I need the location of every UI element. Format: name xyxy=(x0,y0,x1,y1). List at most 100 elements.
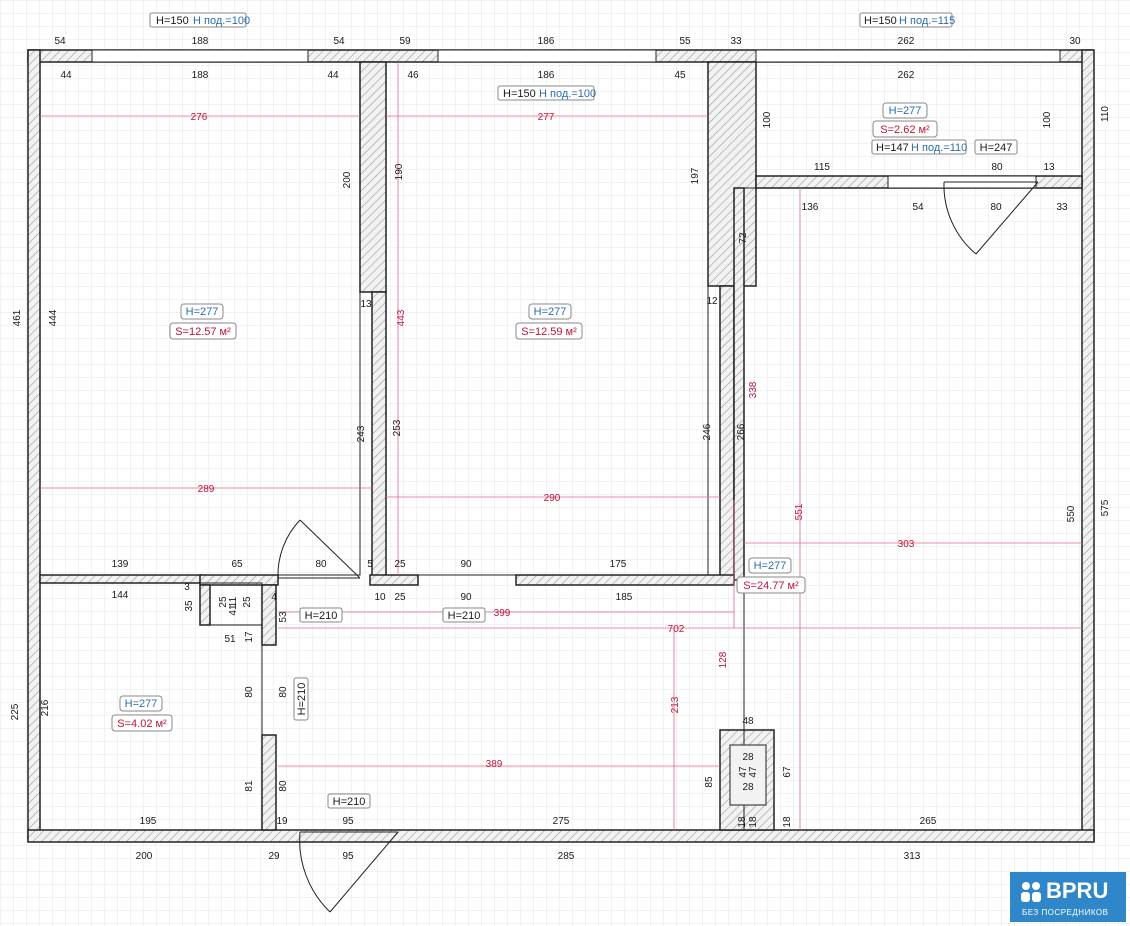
room-area: S=12.59 м² xyxy=(521,326,577,338)
dimension-label: 80 xyxy=(278,686,289,698)
window-height: H=150 xyxy=(503,88,536,100)
dimension-label: 289 xyxy=(198,484,215,495)
window-sill: Н под.=110 xyxy=(911,142,967,154)
dimension-label: 28 xyxy=(742,782,754,793)
dimension-label: 275 xyxy=(553,816,570,827)
dimension-label: 338 xyxy=(748,381,759,398)
dimension-label: 243 xyxy=(356,425,367,442)
dimension-label: 110 xyxy=(1100,106,1111,122)
dimension-label: 54 xyxy=(54,36,66,47)
red-measure-lines xyxy=(40,62,1082,830)
dimension-label: 10 xyxy=(374,592,386,603)
dimension-label: 188 xyxy=(192,36,209,47)
dimension-label: 29 xyxy=(268,851,280,862)
dimension-label: 12 xyxy=(706,296,718,307)
window-height: H=147 xyxy=(876,142,909,154)
window-label: H=150 Н под.=100 xyxy=(149,12,250,28)
dimension-label: 90 xyxy=(460,592,472,603)
dimension-label: 44 xyxy=(327,70,339,81)
door-height: H=210 xyxy=(448,610,481,622)
dimension-label: 46 xyxy=(407,70,419,81)
dimension-label: 44 xyxy=(60,70,72,81)
dimension-label: 59 xyxy=(399,36,411,47)
room-label-bedroom-1: H=277 S=12.57 м² xyxy=(169,303,237,340)
window-sill: Н под.=115 xyxy=(899,15,955,27)
dimension-label: 262 xyxy=(898,36,915,47)
dimension-label: 28 xyxy=(742,752,754,763)
room-area: S=2.62 м² xyxy=(880,124,930,136)
dimension-label: 303 xyxy=(898,539,915,550)
dimension-label: 216 xyxy=(40,699,51,716)
brand-name: BPRU xyxy=(1046,878,1109,903)
dimension-label: 30 xyxy=(1069,36,1081,47)
dimension-label: 443 xyxy=(396,309,407,326)
window-height: H=150 xyxy=(864,15,897,27)
dimension-label: 550 xyxy=(1066,505,1077,522)
dimension-label: 144 xyxy=(112,590,129,601)
dimension-label: 90 xyxy=(460,559,472,570)
dimension-label: 25 xyxy=(218,596,229,608)
dimensions-black: 54 188 54 59 186 55 33 262 30 44 188 44 … xyxy=(10,36,1111,862)
room-area: S=4.02 м² xyxy=(117,718,167,730)
dimension-label: 72 xyxy=(738,232,749,244)
dimension-label: 399 xyxy=(494,608,511,619)
dimension-label: 4 xyxy=(271,592,277,603)
dimension-label: 47 xyxy=(738,766,749,778)
dimension-label: 48 xyxy=(742,716,754,727)
dimension-label: 80 xyxy=(315,559,327,570)
window-sill: Н под.=100 xyxy=(193,15,250,27)
door-labels: H=247 H=210 H=210 H=210 H=210 xyxy=(293,139,1018,809)
dimension-label: 25 xyxy=(394,559,406,570)
dimension-label: 45 xyxy=(674,70,686,81)
dimension-label: 186 xyxy=(538,36,555,47)
brand-tagline: БЕЗ ПОСРЕДНИКОВ xyxy=(1022,908,1109,917)
dimension-label: 265 xyxy=(920,816,937,827)
dimension-label: 18 xyxy=(737,816,748,828)
doors xyxy=(277,181,1039,913)
dimension-label: 53 xyxy=(278,611,289,623)
dimension-label: 262 xyxy=(898,70,915,81)
room-area: S=12.57 м² xyxy=(175,326,231,338)
dimension-label: 80 xyxy=(991,162,1003,173)
dimension-label: 17 xyxy=(244,631,255,643)
dimension-label: 80 xyxy=(244,686,255,698)
dimension-label: 33 xyxy=(1056,202,1068,213)
dimension-label: 277 xyxy=(538,112,555,123)
dimension-label: 200 xyxy=(136,851,153,862)
room-area: S=24.77 м² xyxy=(743,580,799,592)
dimension-label: 85 xyxy=(704,776,715,788)
dimension-label: 13 xyxy=(1043,162,1055,173)
dimension-label: 389 xyxy=(486,759,503,770)
people-icon xyxy=(1021,882,1041,902)
room-height: H=277 xyxy=(754,560,787,572)
dimensions-red: 276 277 289 290 443 338 551 303 399 702 … xyxy=(191,112,915,770)
dimension-label: 100 xyxy=(1042,111,1053,128)
dimension-label: 55 xyxy=(679,36,691,47)
dimension-label: 11 xyxy=(228,596,239,607)
dimension-label: 188 xyxy=(192,70,209,81)
dimension-label: 13 xyxy=(360,299,372,310)
dimension-label: 128 xyxy=(718,651,729,668)
window-label: H=150 Н под.=115 xyxy=(859,12,955,28)
dimension-label: 3 xyxy=(184,582,190,593)
dimension-label: 18 xyxy=(782,816,793,828)
dimension-label: 5 xyxy=(367,559,373,570)
dimension-label: 95 xyxy=(342,851,354,862)
dimension-label: 81 xyxy=(244,780,255,792)
dimension-label: 35 xyxy=(184,600,195,612)
window-label: H=147 Н под.=110 xyxy=(871,139,967,155)
dimension-label: 19 xyxy=(276,816,288,827)
room-label-living: H=277 S=24.77 м² xyxy=(736,557,806,594)
dimension-label: 80 xyxy=(278,780,289,792)
dimension-label: 246 xyxy=(702,423,713,440)
window-label: H=150 Н под.=100 xyxy=(497,85,596,101)
dimension-label: 461 xyxy=(12,309,23,326)
dimension-label: 290 xyxy=(544,493,561,504)
dimension-label: 213 xyxy=(670,696,681,713)
dimension-label: 65 xyxy=(231,559,243,570)
dimension-label: 54 xyxy=(333,36,345,47)
dimension-label: 551 xyxy=(794,503,805,520)
door-height: H=210 xyxy=(333,796,366,808)
